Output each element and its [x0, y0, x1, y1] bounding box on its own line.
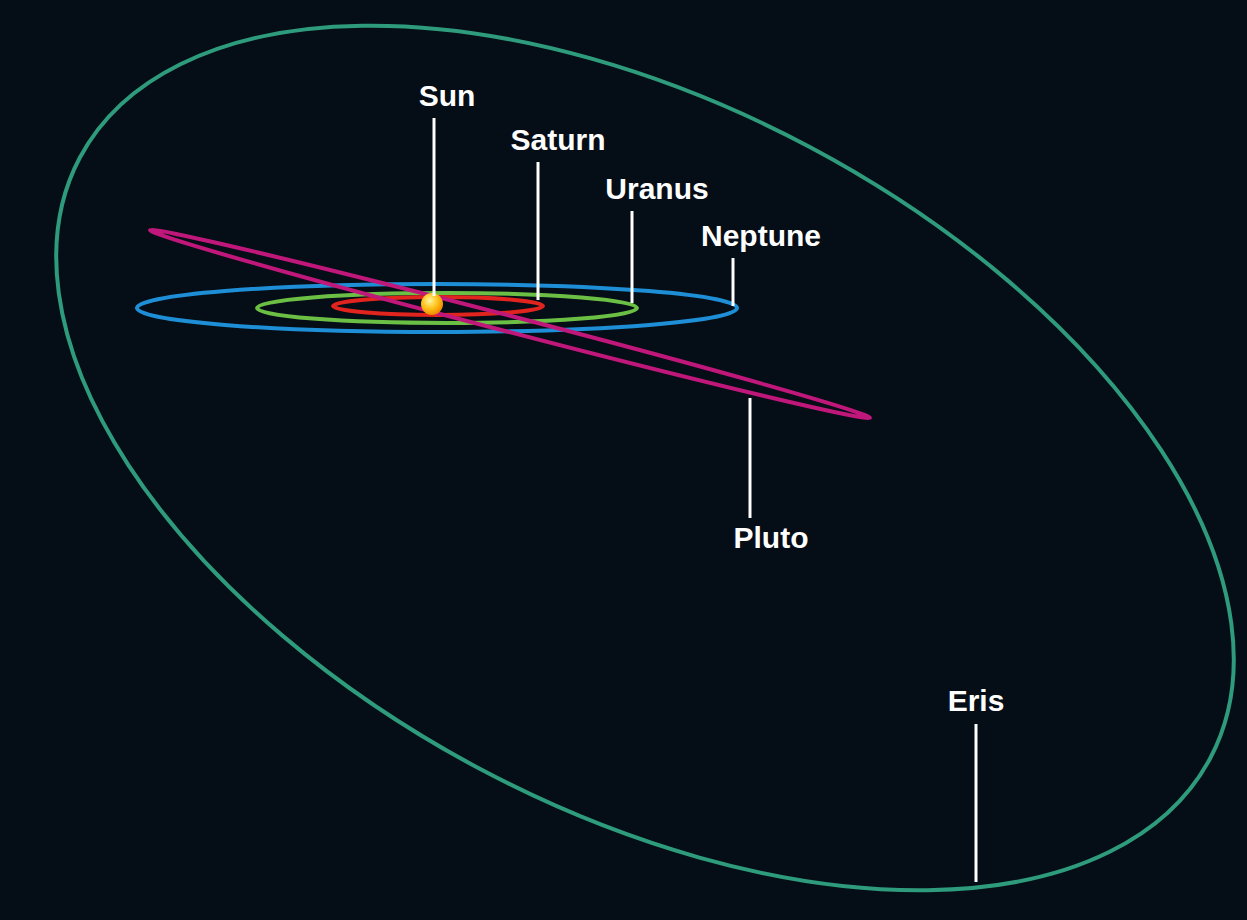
leader-line	[433, 118, 436, 296]
leader-line	[749, 398, 752, 518]
neptune-orbit	[137, 284, 737, 332]
planet-label: Uranus	[605, 173, 708, 205]
planet-label: Saturn	[510, 124, 605, 156]
planet-label: Pluto	[734, 522, 809, 554]
leader-line	[631, 211, 634, 303]
planet-label: Neptune	[701, 220, 821, 252]
planet-label: Eris	[948, 685, 1005, 717]
leader-line	[537, 162, 540, 300]
leader-line	[732, 258, 735, 306]
leader-line	[975, 724, 978, 882]
pluto-orbit	[148, 222, 872, 425]
planet-label: Sun	[419, 80, 476, 112]
leader-lines	[434, 118, 976, 882]
sun-symbol	[421, 293, 443, 315]
